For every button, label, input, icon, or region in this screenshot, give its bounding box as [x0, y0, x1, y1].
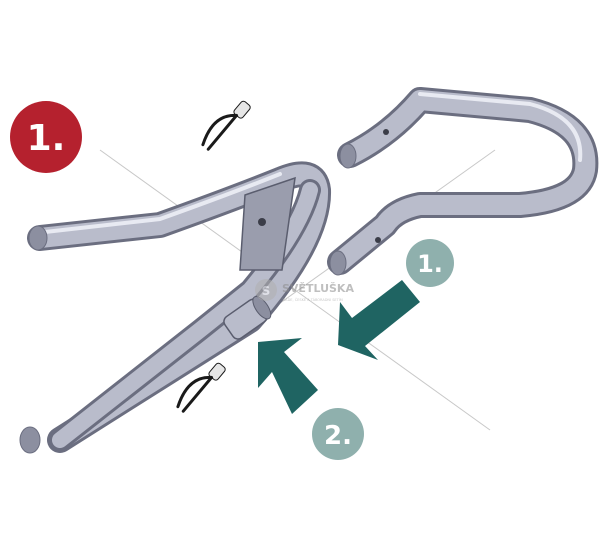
right-handle-tube [327, 87, 599, 276]
svg-text:S: S [262, 284, 271, 298]
watermark-logo: S SVĚTLUŠKA TIÁDE, ČESKÉ A TÁBORADNI SET… [255, 279, 354, 302]
step-badge-label: 1. [27, 118, 66, 159]
arrow-2-label: 2. [324, 421, 352, 451]
cotter-pin-top-icon [201, 100, 251, 151]
cotter-pin-bottom-icon [176, 362, 226, 413]
arrow-1-badge: 1. [406, 239, 454, 287]
arrow-2-icon [258, 338, 318, 414]
arrow-2-badge: 2. [312, 408, 364, 460]
step-badge: 1. [10, 101, 82, 173]
watermark-tagline: TIÁDE, ČESKÉ A TÁBORADNI SETÍM [281, 297, 343, 302]
watermark-brand: SVĚTLUŠKA [282, 282, 354, 295]
arrow-1-icon [338, 280, 420, 360]
arrow-1-label: 1. [417, 250, 443, 278]
left-handle-frame [19, 161, 332, 454]
